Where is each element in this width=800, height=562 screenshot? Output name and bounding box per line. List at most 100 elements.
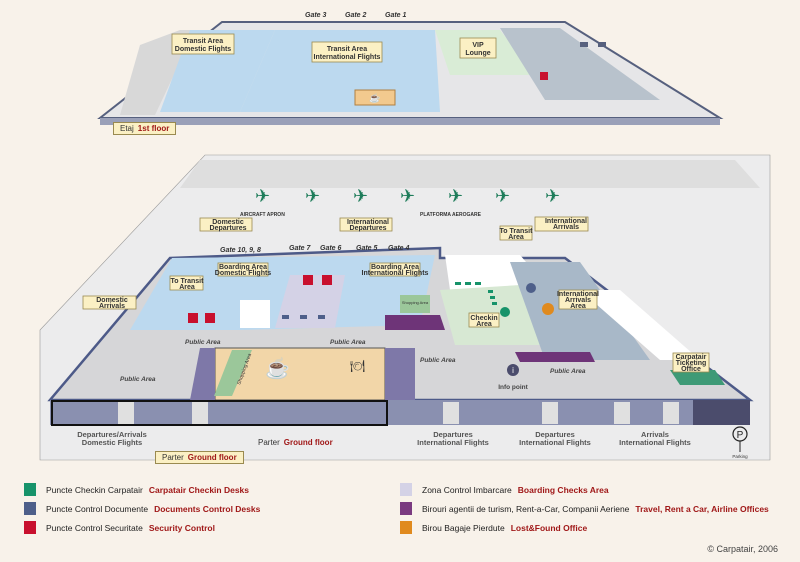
gate-label: Gate 10, 9, 8 (220, 247, 261, 254)
svg-text:Domestic: Domestic (212, 219, 244, 226)
shopping-area-front (214, 350, 252, 396)
svg-text:Transit Area: Transit Area (183, 38, 223, 45)
svg-text:Area: Area (476, 321, 492, 328)
legend-en: Travel, Rent a Car, Airline Offices (635, 503, 769, 514)
svg-text:Arrivals: Arrivals (99, 303, 125, 310)
facade (50, 400, 750, 425)
svg-text:Carpatair: Carpatair (676, 354, 707, 361)
svg-text:Departures: Departures (210, 225, 247, 232)
checkin-desks (455, 282, 510, 317)
sign-vip-lounge: VIP Lounge (459, 37, 497, 59)
aircraft-icon: ✈ (255, 186, 270, 206)
svg-text:International Flights: International Flights (619, 438, 691, 447)
info-point-label: Info point (498, 384, 528, 391)
shopping-area-label: Shopping Area (402, 300, 429, 305)
restaurant-icon: 🍽 (350, 359, 365, 373)
svg-text:Ticketing: Ticketing (676, 360, 707, 367)
travel-offices-front (190, 348, 215, 400)
aircraft-icon: ✈ (353, 186, 368, 206)
svg-text:P: P (737, 430, 744, 441)
travel-offices-front (385, 348, 415, 400)
floor-label-en: Ground floor (283, 438, 333, 447)
sign-transit-international: Transit Area International Flights (311, 41, 383, 63)
svg-text:Domestic Flights: Domestic Flights (175, 46, 232, 53)
legend-en: Boarding Checks Area (517, 484, 609, 495)
gate-label: Gate 4 (388, 245, 410, 252)
svg-text:Arrivals: Arrivals (641, 430, 669, 439)
svg-text:To Transit: To Transit (500, 228, 534, 235)
floor-label-ro: Parter (258, 438, 280, 447)
ground-floor: AIRCRAFT APRON PLATFORMA AEROGARE ✈ ✈ ✈ … (39, 154, 771, 461)
legend-ro: Puncte Control Documente (46, 503, 149, 514)
shopping-area-box (400, 295, 430, 313)
travel-offices (515, 352, 595, 362)
svg-text:Area: Area (179, 284, 195, 291)
aircraft-icon: ✈ (305, 186, 320, 206)
legend-ro: Birou Bagaje Pierdute (422, 522, 505, 533)
aircraft-icon: ✈ (448, 186, 463, 206)
cafe-icon: ☕ (265, 356, 290, 380)
apron-label: PLATFORMA AEROGARE (420, 212, 482, 218)
parking-icon: P Parking (732, 426, 748, 459)
travel-offices (385, 315, 445, 330)
svg-text:Area: Area (508, 234, 524, 241)
aircraft-icon: ✈ (495, 186, 510, 206)
gate-label: Gate 6 (320, 245, 342, 252)
aircraft-icons: ✈ ✈ ✈ ✈ ✈ ✈ ✈ (255, 186, 560, 206)
document-desks (282, 315, 325, 319)
sign-transit-domestic: Transit Area Domestic Flights (171, 33, 235, 55)
legend-ro: Zona Control Imbarcare (422, 484, 512, 495)
gate-label: Gate 3 (305, 12, 327, 19)
svg-text:International Flights: International Flights (314, 54, 381, 61)
facade-end (693, 400, 750, 425)
svg-text:International: International (545, 218, 587, 225)
svg-text:Transit Area: Transit Area (327, 46, 367, 53)
baggage-area (580, 290, 700, 360)
arrivals-upper (500, 28, 660, 100)
doors (118, 402, 679, 424)
public-area-label: Public Area (120, 376, 156, 383)
svg-text:Domestic Flights: Domestic Flights (215, 270, 272, 277)
legend-item-boarding: Zona Control Imbarcare Boarding Checks Ar… (400, 483, 609, 496)
svg-text:International Flights: International Flights (519, 438, 591, 447)
cafe-icon: ☕ (369, 92, 380, 103)
document-desk (598, 42, 606, 47)
cafe (354, 89, 396, 106)
svg-text:Checkin: Checkin (470, 315, 497, 322)
boarding-area (130, 255, 435, 330)
svg-text:Domestic Flights: Domestic Flights (82, 438, 142, 447)
security-controls (188, 275, 332, 323)
svg-text:Arrivals: Arrivals (565, 297, 591, 304)
svg-text:International: International (347, 219, 389, 226)
svg-text:Area: Area (570, 303, 586, 310)
legend-item-offices: Birouri agentii de turism, Rent-a-Car, C… (400, 502, 769, 515)
info-icon (507, 364, 519, 376)
gate-label: Gate 7 (289, 245, 312, 252)
floor-label-en: 1st floor (137, 124, 170, 133)
aircraft-icon: ✈ (545, 186, 560, 206)
floor-label-ro: Parter (162, 453, 184, 462)
public-area-label: Public Area (330, 339, 366, 346)
gate-label: Gate 1 (385, 12, 407, 19)
floor-label-ro: Etaj (120, 124, 134, 133)
legend-ro: Birouri agentii de turism, Rent-a-Car, C… (422, 503, 630, 514)
lost-found-icon (542, 303, 554, 315)
ticketing-office-area (670, 370, 725, 385)
swatch (400, 483, 412, 496)
security-control (540, 72, 548, 80)
